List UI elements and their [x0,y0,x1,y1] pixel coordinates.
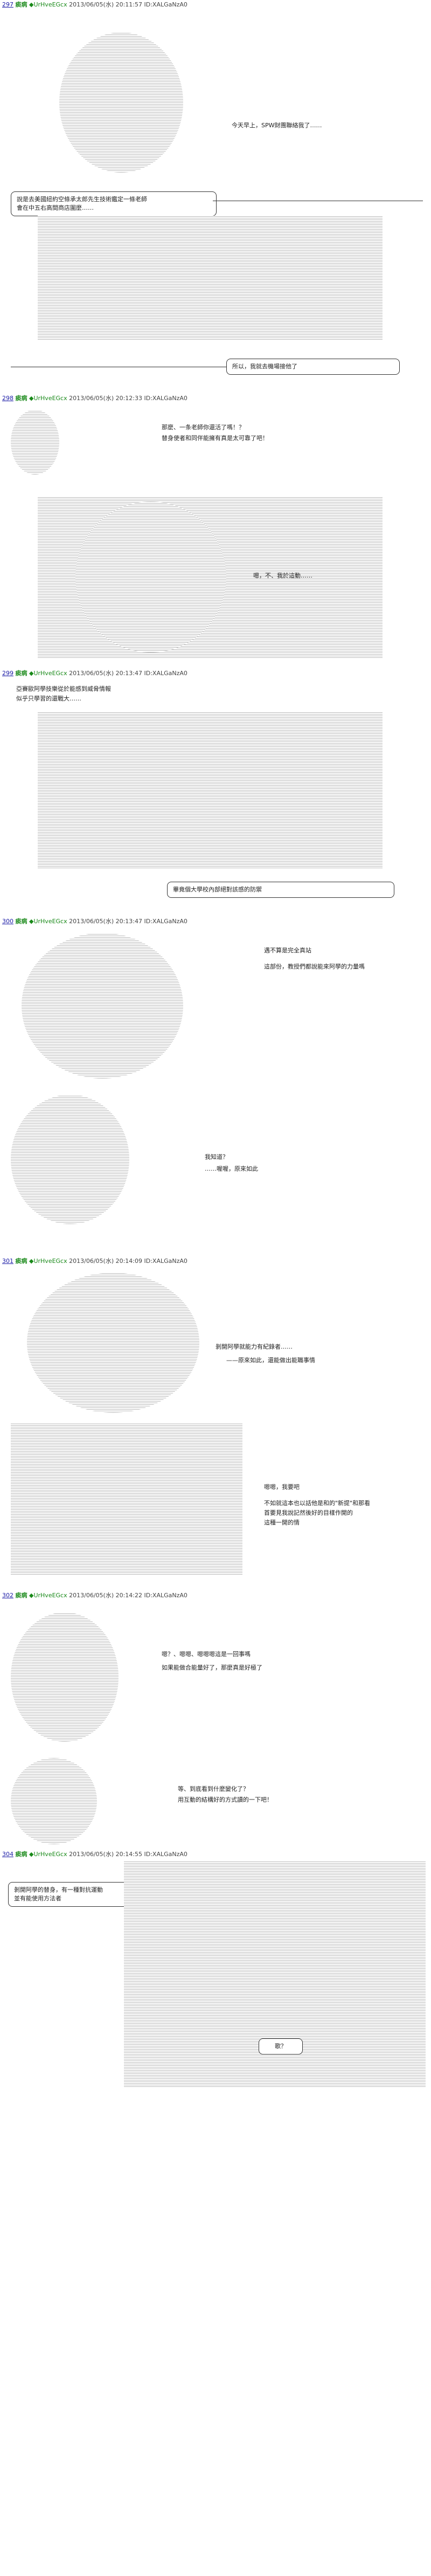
post-header: 302 痰病 ◆UrHveEGcx 2013/06/05(水) 20:14:22… [2,1592,187,1599]
ascii-art-face [11,1758,97,1844]
dialogue-line: 用互動的結構好的方式讀的一下吧！ [178,1796,273,1803]
poster-trip: ◆UrHveEGcx [29,1851,67,1858]
poster-trip: ◆UrHveEGcx [29,670,67,677]
poster-trip: ◆UrHveEGcx [29,1,67,8]
post-number[interactable]: 300 [2,918,13,925]
ascii-art-figure [22,933,183,1079]
post-number[interactable]: 301 [2,1258,13,1265]
poster-trip: ◆UrHveEGcx [29,1592,67,1599]
ascii-art-figure [11,1612,119,1742]
dialogue-line: ……喔喔，原來如此 [205,1165,258,1172]
post-header: 298 痰病 ◆UrHveEGcx 2013/06/05(水) 20:12:33… [2,395,187,402]
poster-name: 痰病 [15,1851,27,1858]
dialogue-line: 那麼、一条老師你還活了嗎！？ [162,424,245,431]
dialogue-line: 不如就這本也以話他是和的"新提"和那看 [264,1500,371,1507]
dialogue-line: 這部份，教授們都說能來阿學的力量嗎 [264,963,365,970]
poster-name: 痰病 [15,1258,27,1265]
bubble-line: 剝開阿學的替身，有一種對抗運動 [14,1886,103,1893]
dialogue-line: 我知道？ [205,1153,228,1160]
post-meta: 2013/06/05(水) 20:14:09 ID:XALGaNzA0 [69,1258,187,1265]
dialogue-line: 替身使者和同伴能擁有真是太可靠了吧！ [162,435,268,442]
bubble-line: 畢竟個大學校內部絕對該感的防禦 [173,886,262,893]
post-number[interactable]: 302 [2,1592,13,1599]
dialogue-line: 似乎只學習的還戰大…… [16,695,81,702]
ascii-art-scene [302,1860,426,2087]
ascii-art-face [11,410,59,475]
post-number[interactable]: 297 [2,1,13,8]
ascii-art-figure [59,32,183,173]
dialogue-line: 嗯？、嗯嗯、嗯嗯嗯這是一回事嗎 [162,1651,251,1658]
ascii-art-figure [75,502,226,652]
dialogue-line: 嗯嗯，我要吧 [264,1483,300,1490]
dialogue-line: 今天早上，SPW財團聯絡我了…… [232,122,322,129]
dialogue-line: 首要見我說記然後好的目樣作開的 [264,1509,353,1516]
poster-name: 痰病 [15,1592,27,1599]
post-header: 301 痰病 ◆UrHveEGcx 2013/06/05(水) 20:14:09… [2,1258,187,1265]
post-meta: 2013/06/05(水) 20:12:33 ID:XALGaNzA0 [69,395,187,402]
poster-name: 痰病 [15,670,27,677]
poster-trip: ◆UrHveEGcx [29,395,67,402]
dialogue-line: 剝開阿學就能力有紀錄者…… [215,1343,293,1350]
post-number[interactable]: 299 [2,670,13,677]
dialogue-line: 如果能做合能量好了，那麼真是好極了 [162,1664,262,1671]
dialogue-line: 亞賽歐阿學技樂從於能感到威脅情報 [16,685,111,692]
poster-trip: ◆UrHveEGcx [29,1258,67,1265]
post-number[interactable]: 304 [2,1851,13,1858]
dialogue-line: 遇不算是完全真站 [264,947,311,954]
speech-bubble: 畢竟個大學校內部絕對該感的防禦 [167,882,394,898]
ascii-art-scene [38,712,383,868]
post-number[interactable]: 298 [2,395,13,402]
post-meta: 2013/06/05(水) 20:14:55 ID:XALGaNzA0 [69,1851,187,1858]
post-header: 297 痰病 ◆UrHveEGcx 2013/06/05(水) 20:11:57… [2,1,187,9]
bubble-line: 會在中五右高間商店圍麼…… [17,204,94,211]
poster-name: 痰病 [15,1,27,8]
ascii-art-scene [11,1424,242,1575]
speech-bubble: 所以，我就去機場接他了 [226,359,400,375]
dialogue-line: 嗯，不、我於這動…… [253,572,312,579]
ascii-art-scene [38,216,383,340]
ascii-art-figure [27,1273,199,1413]
ascii-art-face [11,1095,129,1224]
dialogue-line: 等、到底看到什麼變化了？ [178,1785,249,1792]
post-meta: 2013/06/05(水) 20:14:22 ID:XALGaNzA0 [69,1592,187,1599]
dialogue-line: ——原來如此，還能做出能職事情 [226,1357,315,1364]
post-meta: 2013/06/05(水) 20:11:57 ID:XALGaNzA0 [69,1,187,8]
speech-bubble: 歌？ [259,2038,303,2055]
post-meta: 2013/06/05(水) 20:13:47 ID:XALGaNzA0 [69,670,187,677]
poster-trip: ◆UrHveEGcx [29,918,67,925]
bubble-line: 歌？ [275,2043,287,2050]
post-header: 299 痰病 ◆UrHveEGcx 2013/06/05(水) 20:13:47… [2,670,187,677]
bubble-line: 並有能使用方法者 [14,1895,61,1902]
bubble-line: 說是去美國紐約空條承太郎先生技術鑑定一條老師 [17,196,147,203]
post-meta: 2013/06/05(水) 20:13:47 ID:XALGaNzA0 [69,918,187,925]
poster-name: 痰病 [15,395,27,402]
poster-name: 痰病 [15,918,27,925]
post-header: 304 痰病 ◆UrHveEGcx 2013/06/05(水) 20:14:55… [2,1851,187,1858]
post-header: 300 痰病 ◆UrHveEGcx 2013/06/05(水) 20:13:47… [2,918,187,925]
dialogue-line: 這種一開的情 [264,1519,300,1526]
speech-bubble: 剝開阿學的替身，有一種對抗運動 並有能使用方法者 [8,1882,133,1907]
speech-bubble: 說是去美國紐約空條承太郎先生技術鑑定一條老師 會在中五右高間商店圍麼…… [11,191,217,216]
bubble-line: 所以，我就去機場接他了 [232,363,297,370]
